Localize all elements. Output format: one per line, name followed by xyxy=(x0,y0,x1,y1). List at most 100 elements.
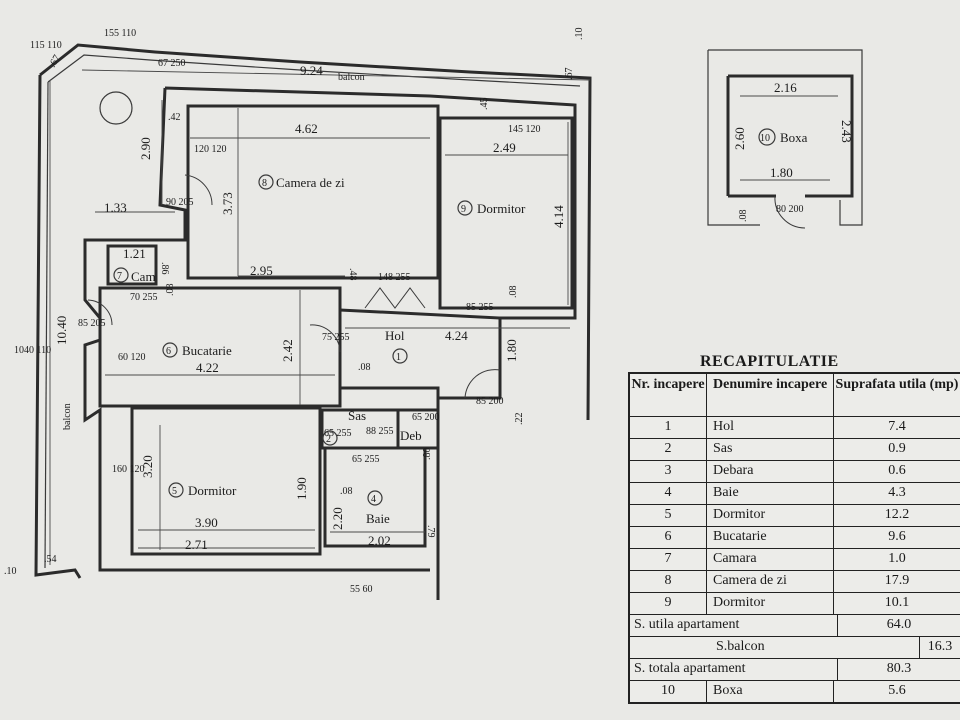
recap-cell-name: Camera de zi xyxy=(707,571,834,592)
balcon-label-top: balcon xyxy=(338,72,365,83)
dim-10b: .10 xyxy=(574,28,585,41)
recap-header-nr: Nr. incapere xyxy=(630,374,707,416)
room-camera-de-zi xyxy=(186,104,440,280)
dim-dormitor9-width: 2.49 xyxy=(493,140,516,155)
door-dim-85-205: 85 205 xyxy=(78,318,106,329)
dim-baie-height: 2.20 xyxy=(330,507,345,530)
dim-camera-bottom: 2.95 xyxy=(250,263,273,278)
dim-total-height-small: 1040 110 xyxy=(14,345,51,356)
recap-cell-name: Hol xyxy=(707,417,834,438)
door-dim-148-255: 148 255 xyxy=(378,272,411,283)
dim-hol-width: 4.24 xyxy=(445,328,468,343)
door-camera xyxy=(184,174,213,206)
room-number-markers: 1 2 4 5 6 7 8 9 10 xyxy=(113,128,776,506)
dim-camera-width: 4.62 xyxy=(295,121,318,136)
door-dim-115-110: 115 110 xyxy=(30,40,62,51)
dim-balcon: 9.24 xyxy=(300,63,323,78)
door-dim-65-255: 65 255 xyxy=(324,428,352,439)
room-number-2: 2 xyxy=(326,434,331,445)
door-dim-85-255: 85 255 xyxy=(466,302,494,313)
outer-wall xyxy=(39,43,592,421)
dim-22: .22 xyxy=(514,413,525,426)
room-number-10: 10 xyxy=(760,133,770,144)
dim-08a: .08 xyxy=(165,284,176,297)
dim-dormitor9-height: 4.14 xyxy=(551,205,566,228)
dim-dormitor5-bottom: 2.71 xyxy=(185,537,208,552)
room-label-deb: Deb xyxy=(400,428,422,443)
recap-summary-label: S. totala apartament xyxy=(630,659,838,680)
room-number-7: 7 xyxy=(117,271,122,282)
dim-left-133: 1.33 xyxy=(104,200,127,215)
room-label-camera-de-zi: Camera de zi xyxy=(276,175,345,190)
dim-hol-180: 1.80 xyxy=(504,339,519,362)
room-number-6: 6 xyxy=(166,346,171,357)
room-boxa xyxy=(726,74,854,198)
door-bucatarie xyxy=(87,299,113,326)
door-hol xyxy=(309,324,341,353)
recap-cell-area: 1.0 xyxy=(888,551,906,566)
room-debara xyxy=(396,408,440,450)
balcon-label-left: balcon xyxy=(62,403,73,430)
room-dormitor-9 xyxy=(438,116,574,310)
dim-boxa-bottom: 1.80 xyxy=(770,165,793,180)
recap-cell-area: 0.6 xyxy=(888,463,906,478)
room-number-9: 9 xyxy=(461,204,466,215)
door-dim-90-205: 90 205 xyxy=(166,197,194,208)
recap-header-row: Nr. incapere Denumire incapere Suprafata… xyxy=(630,374,960,416)
recap-summary-value: 80.3 xyxy=(886,661,912,676)
recap-cell-name: Dormitor xyxy=(707,593,834,614)
door-dim-80-200: 80 200 xyxy=(776,204,804,215)
room-label-sas: Sas xyxy=(348,408,366,423)
dim-camera-height: 3.73 xyxy=(220,192,235,215)
dim-baie-80: .80 xyxy=(422,448,433,461)
dim-baie-08: .08 xyxy=(340,486,353,497)
door-dim-75-255: 75 255 xyxy=(322,332,350,343)
recap-table: Nr. incapere Denumire incapere Suprafata… xyxy=(628,372,960,704)
room-number-5: 5 xyxy=(172,486,177,497)
dim-baie-79: .79 xyxy=(425,525,436,538)
dim-bucatarie-height: 2.42 xyxy=(280,339,295,362)
dim-dormitor5-width: 3.90 xyxy=(195,515,218,530)
recap-cell-name: Bucatarie xyxy=(707,527,834,548)
recap-cell-area: 17.9 xyxy=(884,573,910,588)
recap-cell-name: Debara xyxy=(707,461,834,482)
door-dim-88-255: 88 255 xyxy=(366,426,394,437)
dim-08d: .08 xyxy=(738,210,749,223)
room-camara xyxy=(106,244,158,286)
dim-baie-width: 2.02 xyxy=(368,533,391,548)
recap-cell-nr: 9 xyxy=(630,593,707,614)
left-outer-wall xyxy=(34,74,82,579)
door-dim-67-250: 67 250 xyxy=(158,58,186,69)
recap-cell-nr: 5 xyxy=(630,505,707,526)
room-number-8: 8 xyxy=(262,178,267,189)
door-dim-65-200: 65 200 xyxy=(412,412,440,423)
room-number-1: 1 xyxy=(396,352,401,363)
recap-cell-name: Sas xyxy=(707,439,834,460)
room-label-dormitor-9: Dormitor xyxy=(477,201,526,216)
dim-dormitor5-190: 1.90 xyxy=(294,477,309,500)
dim-left-86: .86 xyxy=(159,262,170,275)
door-dim-145-120: 145 120 xyxy=(508,124,541,135)
room-label-dormitor-5: Dormitor xyxy=(188,483,237,498)
recap-summary-value: 64.0 xyxy=(886,617,912,632)
recap-cell-area: 7.4 xyxy=(888,419,906,434)
recap-cell-nr: 6 xyxy=(630,527,707,548)
recap-cell-name: Boxa xyxy=(707,681,834,702)
recap-cell-nr: 4 xyxy=(630,483,707,504)
recap-cell-nr: 8 xyxy=(630,571,707,592)
dim-left-121: 1.21 xyxy=(123,246,146,261)
room-label-boxa: Boxa xyxy=(780,130,808,145)
recap-cell-nr: 7 xyxy=(630,549,707,570)
dim-boxa-height: 2.60 xyxy=(732,127,747,150)
room-number-4: 4 xyxy=(371,494,376,505)
